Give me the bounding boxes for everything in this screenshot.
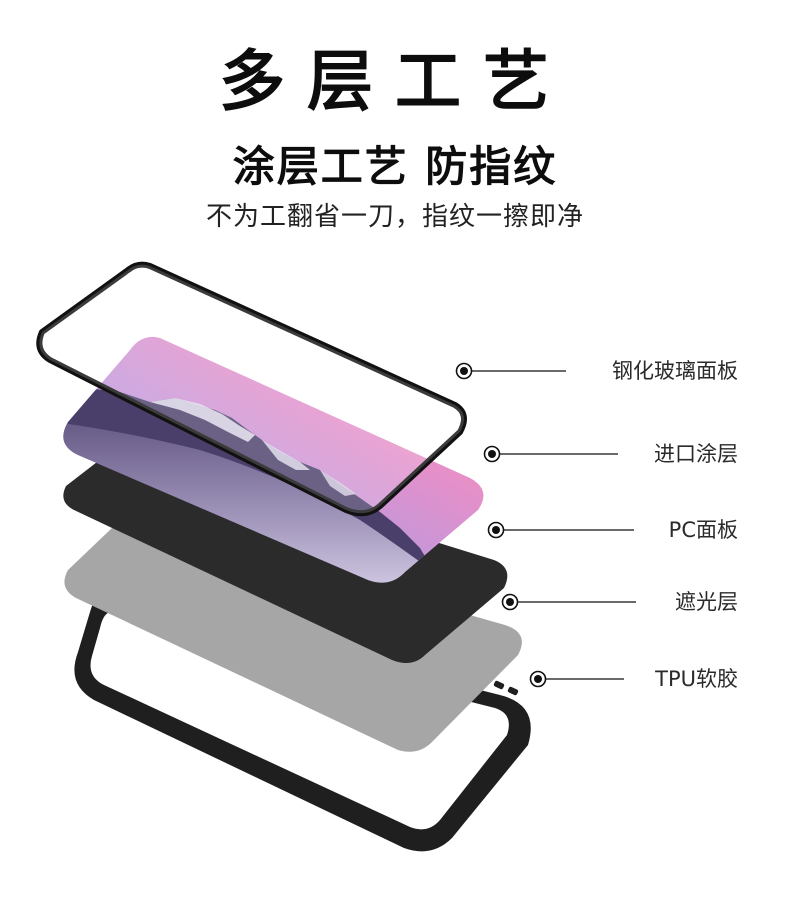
page-tagline: 不为工翻省一刀，指纹一擦即净	[205, 202, 584, 232]
tpu-frame-layer	[74, 594, 531, 852]
callout-shading	[501, 593, 636, 611]
layer-label-tpu: TPU软胶	[655, 667, 738, 691]
shading-layer	[64, 519, 522, 752]
page-title: 多层工艺	[219, 43, 571, 120]
tpu-side-button	[493, 680, 505, 690]
page-subtitle: 涂层工艺 防指纹	[232, 142, 558, 191]
pc-panel-layer	[63, 446, 508, 664]
tempered-glass-layer	[36, 261, 467, 517]
callout-tempered-glass	[455, 362, 566, 380]
callout-tpu	[529, 670, 624, 688]
layer-label-pc-panel: PC面板	[668, 518, 738, 542]
layer-label-shading: 遮光层	[675, 590, 738, 614]
layer-label-tempered-glass: 钢化玻璃面板	[612, 359, 738, 383]
callout-coating	[483, 445, 618, 463]
callout-pc-panel	[487, 521, 634, 539]
tpu-side-button	[507, 686, 519, 696]
layer-label-coating: 进口涂层	[654, 442, 738, 466]
